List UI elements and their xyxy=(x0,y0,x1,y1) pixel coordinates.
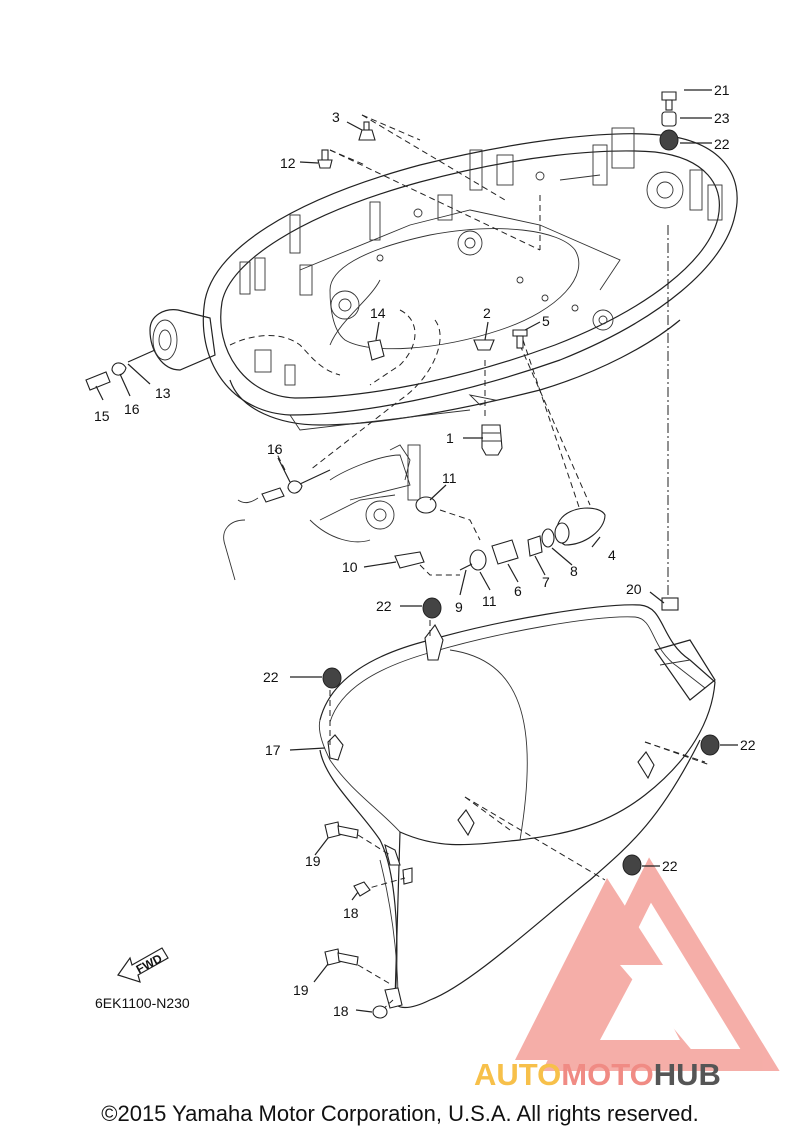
callout-22: 22 xyxy=(263,669,279,685)
watermark-text: AUTOMOTOHUB xyxy=(474,1057,721,1092)
diagram-code: 6EK1100-N230 xyxy=(95,995,190,1011)
callout-19: 19 xyxy=(293,982,309,998)
linkage-assembly xyxy=(223,444,481,581)
svg-text:AUTOMOTOHUB: AUTOMOTOHUB xyxy=(474,1057,721,1092)
callout-5: 5 xyxy=(542,313,550,329)
small-parts xyxy=(85,91,720,1019)
brand-auto: AUTO xyxy=(474,1057,561,1092)
callout-labels: 21 23 22 3 12 14 2 5 15 16 13 1 16 11 4 … xyxy=(94,82,756,1019)
callout-9: 9 xyxy=(455,599,463,615)
callout-13: 13 xyxy=(155,385,171,401)
brand-hub: HUB xyxy=(654,1057,721,1092)
callout-1: 1 xyxy=(446,430,454,446)
callout-14: 14 xyxy=(370,305,386,321)
callout-10: 10 xyxy=(342,559,358,575)
fwd-label: FWD xyxy=(134,951,165,976)
leader-lines xyxy=(229,114,711,1011)
callout-15: 15 xyxy=(94,408,110,424)
bottom-cowling xyxy=(149,127,738,431)
callout-11: 11 xyxy=(442,470,457,486)
callout-22: 22 xyxy=(376,598,392,614)
lower-cover xyxy=(318,604,716,1009)
callout-17: 17 xyxy=(265,742,281,758)
callout-18: 18 xyxy=(343,905,359,921)
callout-7: 7 xyxy=(542,574,550,590)
callout-3: 3 xyxy=(332,109,340,125)
callout-16: 16 xyxy=(124,401,140,417)
callout-22: 22 xyxy=(740,737,756,753)
callout-19: 19 xyxy=(305,853,321,869)
callout-12: 12 xyxy=(280,155,296,171)
callout-16: 16 xyxy=(267,441,283,457)
watermark-logo xyxy=(515,857,780,1071)
brand-moto: MOTO xyxy=(561,1057,653,1092)
label-leaders xyxy=(95,89,738,1013)
callout-6: 6 xyxy=(514,583,522,599)
callout-8: 8 xyxy=(570,563,578,579)
callout-23: 23 xyxy=(714,110,730,126)
callout-2: 2 xyxy=(483,305,491,321)
callout-21: 21 xyxy=(714,82,730,98)
callout-18: 18 xyxy=(333,1003,349,1019)
callout-11: 11 xyxy=(482,593,497,609)
callout-22: 22 xyxy=(714,136,730,152)
callout-20: 20 xyxy=(626,581,642,597)
copyright-notice: ©2015 Yamaha Motor Corporation, U.S.A. A… xyxy=(101,1101,699,1126)
fwd-arrow: FWD xyxy=(117,947,169,983)
callout-4: 4 xyxy=(608,547,616,563)
callout-22: 22 xyxy=(662,858,678,874)
